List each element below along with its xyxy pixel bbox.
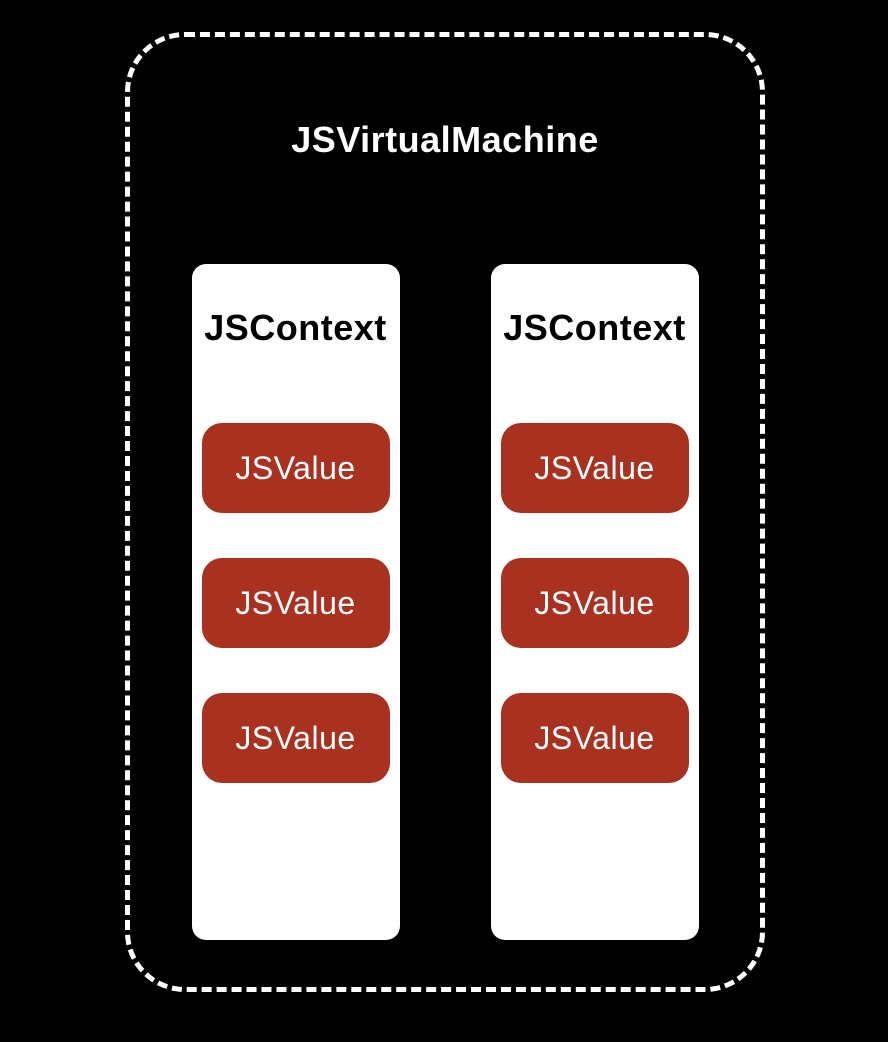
jsvalue-chip: JSValue [201, 558, 390, 648]
jsvirtualmachine-container: JSVirtualMachine JSContext JSValue JSVal… [125, 32, 765, 992]
jsvalue-chip: JSValue [500, 693, 689, 783]
jscontext-box-right: JSContext JSValue JSValue JSValue [490, 264, 699, 940]
contexts-row: JSContext JSValue JSValue JSValue JSCont… [130, 264, 760, 940]
jsvalue-chip: JSValue [201, 423, 390, 513]
jsvalue-chip: JSValue [500, 423, 689, 513]
jscontext-box-left: JSContext JSValue JSValue JSValue [191, 264, 400, 940]
jsvalue-chip: JSValue [500, 558, 689, 648]
values-list-right: JSValue JSValue JSValue [491, 423, 699, 783]
jsvalue-chip: JSValue [201, 693, 390, 783]
jsvirtualmachine-title: JSVirtualMachine [291, 119, 599, 160]
values-list-left: JSValue JSValue JSValue [192, 423, 400, 783]
jscontext-label: JSContext [204, 307, 387, 348]
jscontext-label: JSContext [503, 307, 686, 348]
